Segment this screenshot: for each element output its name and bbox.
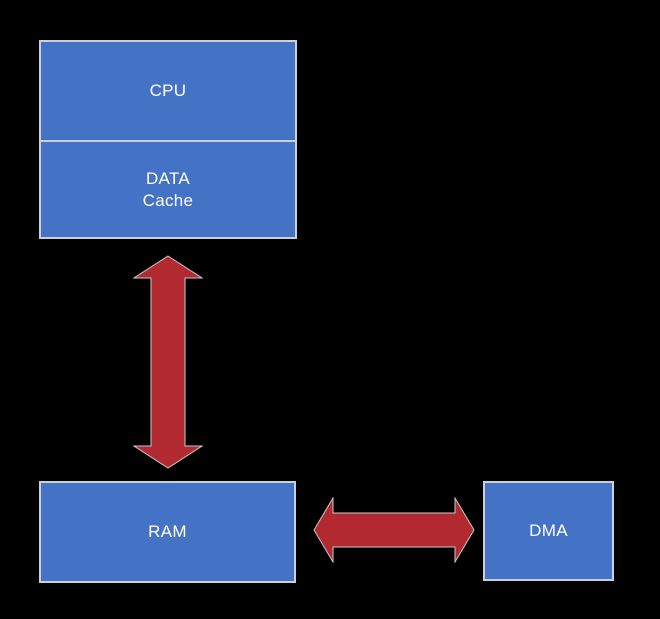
data-cache-label-line1: DATA — [145, 168, 190, 188]
horizontal-double-arrow-icon — [313, 497, 475, 563]
data-cache-label-line2: Cache — [142, 190, 194, 210]
horizontal-double-arrow-shape — [313, 497, 475, 563]
vertical-double-arrow-shape — [133, 255, 203, 469]
cpu-data-cache-box: CPU DATA Cache — [39, 40, 297, 239]
data-cache-section: DATA Cache — [41, 140, 295, 237]
cpu-label: CPU — [149, 81, 187, 100]
ram-label: RAM — [148, 522, 187, 541]
dma-box: DMA — [483, 481, 614, 581]
dma-label: DMA — [529, 521, 568, 540]
vertical-double-arrow-icon — [133, 255, 203, 469]
ram-box: RAM — [39, 481, 296, 583]
cpu-section: CPU — [41, 42, 295, 140]
